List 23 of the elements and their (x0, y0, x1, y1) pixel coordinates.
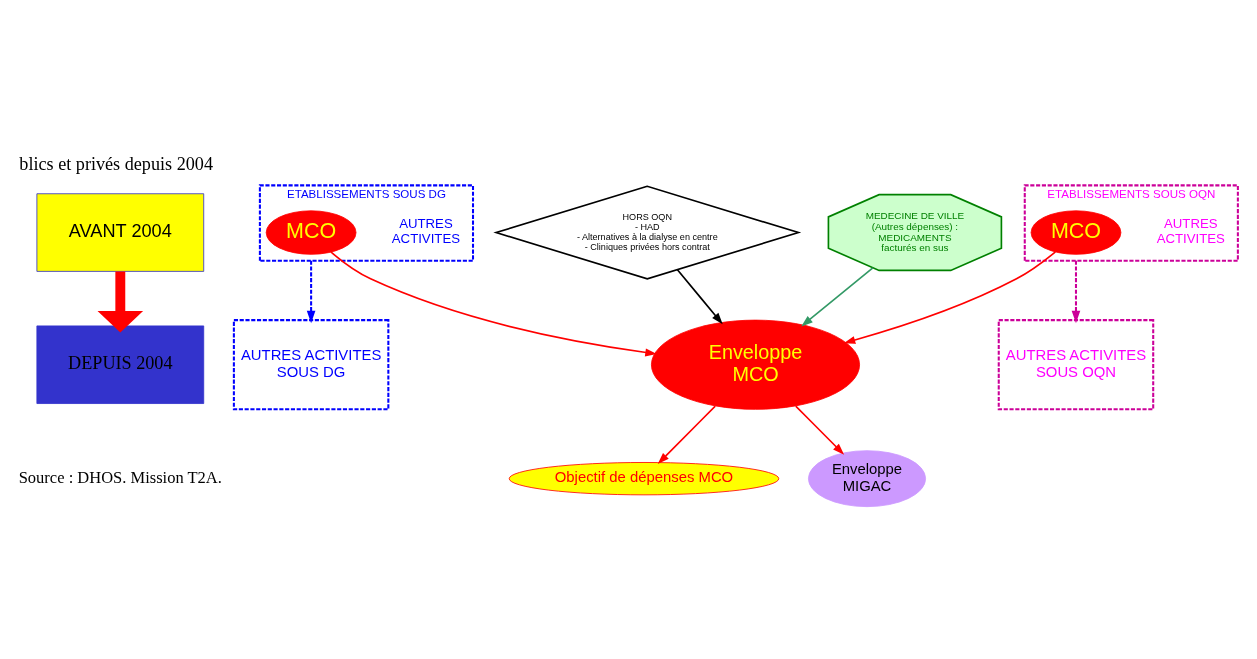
node-ellipse: MCO (1030, 210, 1122, 255)
arrow (676, 268, 723, 325)
arrow (801, 267, 874, 327)
arrow (97, 271, 144, 333)
node-box: DEPUIS 2004 (36, 325, 205, 404)
label: AUTRES ACTIVITES (1156, 216, 1225, 247)
node-ellipse: Objectif de dépenses MCO (508, 462, 780, 496)
node-ellipse: Enveloppe MIGAC (808, 450, 926, 508)
arrow (843, 251, 1057, 344)
diagram-title: blics et privés depuis 2004 (19, 154, 213, 175)
arrow (330, 251, 657, 357)
arrow (306, 260, 316, 324)
node-box: AVANT 2004 (36, 193, 205, 272)
node-diamond: HORS OQN - HAD - Alternatives à la dialyse en centre - Cliniques privées hors contrat (493, 185, 802, 280)
node-box: AUTRES ACTIVITES SOUS OQN (997, 319, 1155, 411)
node-ellipse: Enveloppe MCO (651, 319, 860, 410)
caption: Source : DHOS. Mission T2A. (18, 467, 222, 487)
node-box: AUTRES ACTIVITES SOUS DG (232, 319, 390, 411)
arrow (1071, 260, 1081, 324)
node-ellipse: MCO (265, 210, 357, 255)
arrow (794, 405, 845, 455)
arrow (657, 405, 717, 464)
label: AUTRES ACTIVITES (391, 216, 461, 247)
